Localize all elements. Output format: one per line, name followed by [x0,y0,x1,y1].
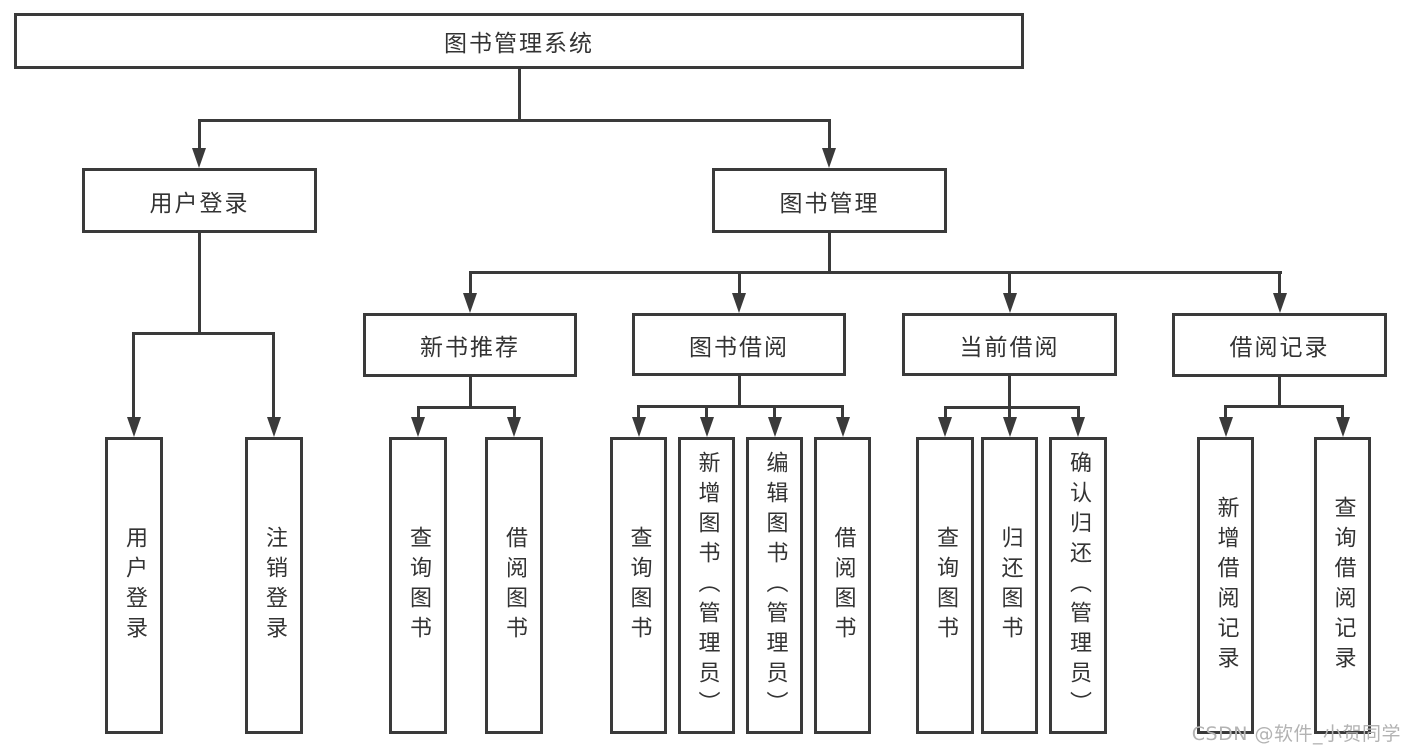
node-current-borrowing-label: 当前借阅 [959,334,1060,361]
node-current-borrowing: 当前借阅 [902,313,1117,376]
arrowhead-icon [192,148,206,168]
leaf-label: 查询图书 [933,525,958,646]
connector-splitter [1224,404,1344,408]
leaf-add-books-admin: 新增图书（管理员） [678,437,735,734]
node-root-label: 图书管理系统 [444,31,594,57]
connector-root-stem [517,68,521,121]
arrowhead-icon [266,417,281,437]
connector-root-splitter [197,118,831,122]
leaf-label: 新增图书（管理员） [694,450,720,721]
connector-stem [512,407,516,419]
connector-stem [943,407,947,419]
connector-splitter [468,270,1282,274]
connector-stem [1008,407,1011,419]
arrowhead-icon [1003,293,1017,313]
connector-stem [1008,375,1011,408]
arrowhead-icon [1219,417,1233,437]
connector-stem [841,406,844,419]
leaf-logout: 注销登录 [245,437,303,734]
node-borrowing-records: 借阅记录 [1172,313,1387,377]
connector-stem [468,272,472,296]
leaf-label: 借阅图书 [830,525,856,646]
leaf-query-borrow-record: 查询借阅记录 [1314,437,1371,734]
arrowhead-icon [732,293,746,313]
leaf-label: 确认归还（管理员） [1066,450,1091,721]
connector-stem [737,374,741,407]
connector-stem [197,232,201,335]
leaf-label: 查询借阅记录 [1330,495,1356,676]
leaf-query-books-current: 查询图书 [916,437,974,734]
node-user-login-label: 用户登录 [149,190,250,217]
arrowhead-icon [632,417,646,437]
connector-stem [1341,406,1344,419]
leaf-label: 查询图书 [406,525,431,646]
arrowhead-icon [836,417,850,437]
leaf-query-books-recommend: 查询图书 [389,437,447,734]
connector-splitter [416,405,516,409]
leaf-label: 归还图书 [997,525,1023,646]
leaf-add-borrow-record: 新增借阅记录 [1197,437,1254,734]
leaf-label: 借阅图书 [502,525,527,646]
arrowhead-icon [463,293,477,313]
arrowhead-icon [1336,417,1350,437]
connector-stem [637,406,640,419]
connector-stem [1224,406,1227,419]
arrowhead-icon [1071,417,1085,437]
node-book-management-label: 图书管理 [779,190,880,217]
node-book-borrowing-label: 图书借阅 [689,334,789,361]
node-root: 图书管理系统 [14,13,1024,69]
watermark-text: CSDN @软件_小贺同学 [1191,723,1401,745]
connector-stem [1278,376,1281,407]
connector-stem [827,232,831,274]
node-book-borrowing: 图书借阅 [632,313,846,376]
arrowhead-icon [1003,417,1017,437]
leaf-label: 新增借阅记录 [1213,495,1239,676]
connector-stem [1008,272,1011,296]
connector-stem [468,376,472,408]
leaf-edit-books-admin: 编辑图书（管理员） [746,437,803,734]
arrowhead-icon [938,417,952,437]
connector-splitter [132,331,275,335]
connector-stem [132,333,135,419]
node-borrowing-records-label: 借阅记录 [1229,335,1330,361]
arrowhead-icon [507,417,521,437]
leaf-user-login: 用户登录 [105,437,163,734]
connector-stem [416,407,420,419]
arrowhead-icon [411,417,425,437]
arrowhead-icon [822,148,836,168]
connector-splitter [637,404,844,408]
connector-stem [827,120,831,150]
arrowhead-icon [126,417,141,437]
connector-stem [737,272,741,296]
node-new-book-recommend: 新书推荐 [363,313,577,377]
connector-stem [1278,272,1281,296]
leaf-label: 用户登录 [122,525,147,646]
arrowhead-icon [700,417,714,437]
connector-stem [197,120,201,150]
connector-stem [272,333,275,419]
leaf-label: 查询图书 [626,525,652,646]
leaf-query-books-borrowing: 查询图书 [610,437,667,734]
connector-splitter [943,405,1080,409]
arrowhead-icon [1273,293,1287,313]
arrowhead-icon [768,417,782,437]
leaf-borrow-books-recommend: 借阅图书 [485,437,543,734]
leaf-label: 注销登录 [262,525,287,646]
node-new-book-recommend-label: 新书推荐 [420,335,520,361]
connector-stem [705,406,708,419]
connector-stem [773,406,776,419]
node-book-management: 图书管理 [712,168,947,233]
leaf-return-books: 归还图书 [981,437,1038,734]
leaf-label: 编辑图书（管理员） [762,450,788,721]
node-user-login: 用户登录 [82,168,317,233]
leaf-borrow-books: 借阅图书 [814,437,871,734]
connector-stem [1076,407,1080,419]
leaf-confirm-return-admin: 确认归还（管理员） [1049,437,1107,734]
